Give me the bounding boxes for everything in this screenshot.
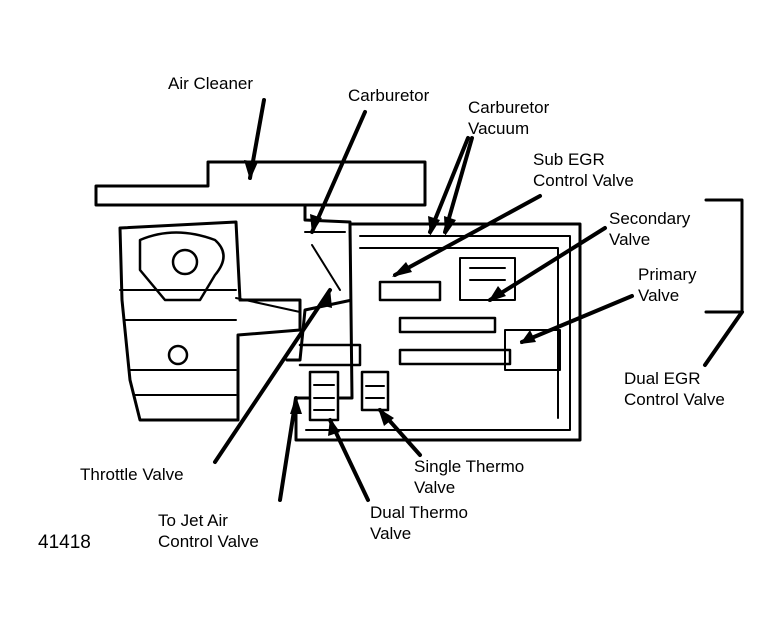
label-secondary-valve-line2: Valve <box>609 230 651 249</box>
figure-number: 41418 <box>38 532 91 553</box>
label-single-thermo-line1: Single Thermo <box>414 457 525 476</box>
dual-thermo-valve <box>308 370 340 422</box>
label-jet-air-line2: Control Valve <box>158 532 259 551</box>
label-dual-thermo-line2: Valve <box>370 524 412 543</box>
air-cleaner-housing <box>94 160 427 207</box>
label-dual-egr-line1: Dual EGR <box>624 369 701 388</box>
dual-egr-bracket <box>704 198 744 314</box>
label-dual-thermo-line1: Dual Thermo <box>370 503 468 522</box>
label-sub-egr-line2: Control Valve <box>533 171 634 190</box>
label-secondary-valve-line1: Secondary <box>609 209 691 228</box>
label-throttle-valve: Throttle Valve <box>80 465 184 484</box>
label-carburetor-vacuum-line1: Carburetor <box>468 98 550 117</box>
label-primary-valve-line1: Primary <box>638 265 697 284</box>
label-carburetor-vacuum-line2: Vacuum <box>468 119 530 138</box>
label-single-thermo-line2: Valve <box>414 478 456 497</box>
label-dual-egr-line2: Control Valve <box>624 390 725 409</box>
label-jet-air-line1: To Jet Air <box>158 511 228 530</box>
label-air-cleaner: Air Cleaner <box>168 74 254 93</box>
label-carburetor: Carburetor <box>348 86 430 105</box>
label-primary-valve-line2: Valve <box>638 286 680 305</box>
label-sub-egr-line1: Sub EGR <box>533 150 605 169</box>
single-thermo-valve <box>360 370 390 412</box>
